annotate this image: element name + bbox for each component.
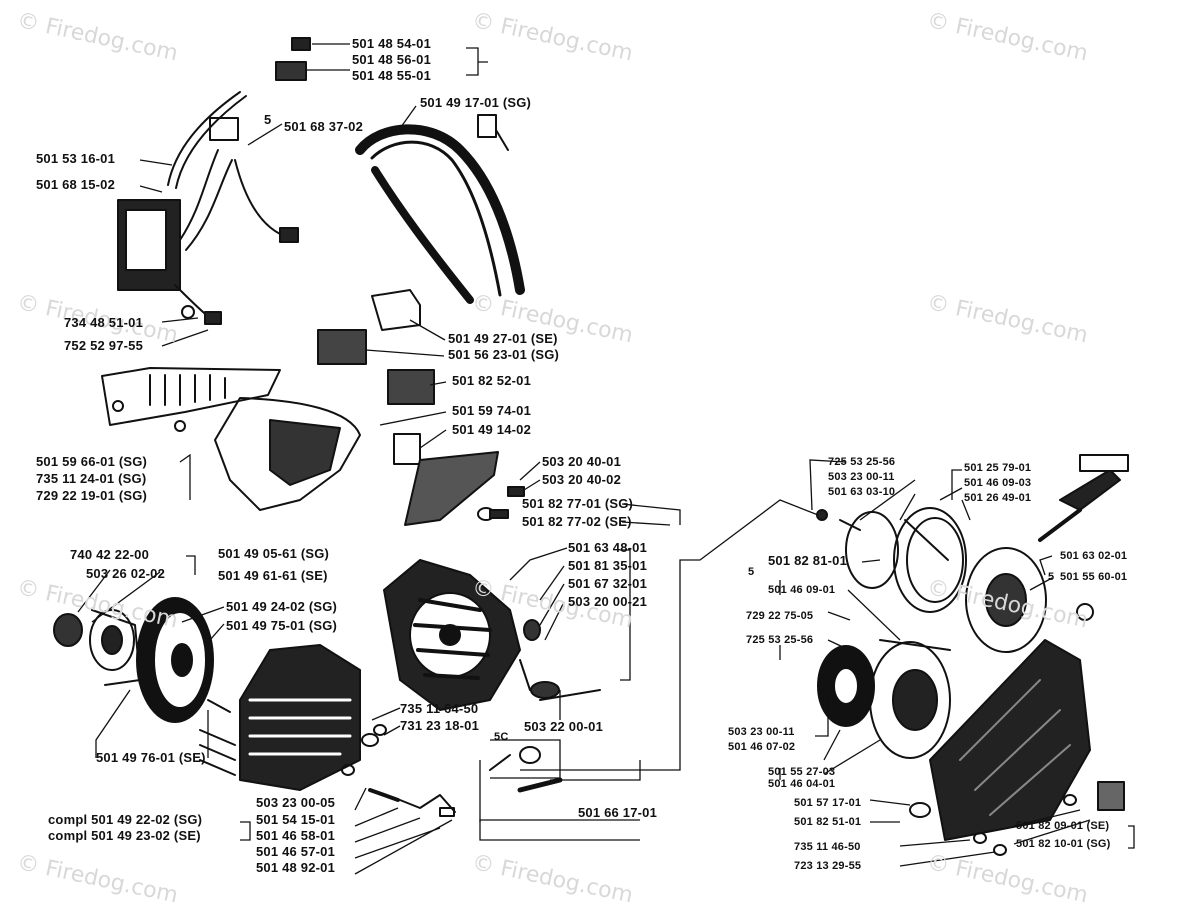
part-label: compl 501 49 22-02 (SG) <box>48 812 203 827</box>
part-label: 501 49 75-01 (SG) <box>226 618 338 633</box>
part-label: 503 23 00-05 <box>256 795 336 810</box>
part-label: 501 68 37-02 <box>284 119 364 134</box>
part-label: 501 54 15-01 <box>256 812 336 827</box>
part-label: 501 63 02-01 <box>1060 550 1128 562</box>
part-label: 501 82 77-02 (SE) <box>522 514 632 529</box>
part-label: 501 46 07-02 <box>728 741 796 753</box>
part-label: 5 <box>748 566 755 578</box>
part-label: 501 46 58-01 <box>256 828 336 843</box>
part-label: 501 82 52-01 <box>452 373 532 388</box>
part-label: 501 82 51-01 <box>794 816 862 828</box>
part-label: 501 48 92-01 <box>256 860 336 875</box>
part-label: 729 22 75-05 <box>746 610 814 622</box>
part-label: 501 26 49-01 <box>964 492 1032 504</box>
part-label: 723 13 29-55 <box>794 860 862 872</box>
cylinder-drawing <box>199 644 361 791</box>
part-label: 503 23 00-11 <box>728 726 795 738</box>
part-label: 501 53 16-01 <box>36 151 116 166</box>
part-label: 501 82 10-01 (SG) <box>1016 838 1111 850</box>
part-label: 740 42 22-00 <box>70 547 150 562</box>
part-label: 501 63 03-10 <box>828 486 896 498</box>
part-label: 501 48 55-01 <box>352 68 432 83</box>
part-label: 501 49 27-01 (SE) <box>448 331 558 346</box>
part-label: 729 22 19-01 (SG) <box>36 488 148 503</box>
part-label: 752 52 97-55 <box>64 338 144 353</box>
part-label: 503 20 40-01 <box>542 454 622 469</box>
starter-cover-drawing <box>909 639 1125 856</box>
part-label: 501 81 35-01 <box>568 558 648 573</box>
part-label: 725 53 25-56 <box>746 634 814 646</box>
part-label: 501 57 17-01 <box>794 797 862 809</box>
part-label: 503 20 40-02 <box>542 472 622 487</box>
fasteners-drawing <box>341 724 456 817</box>
part-label: 734 48 51-01 <box>64 315 144 330</box>
part-label: 501 49 17-01 (SG) <box>420 95 532 110</box>
part-label: 501 56 23-01 (SG) <box>448 347 560 362</box>
lever-drawing <box>489 746 563 793</box>
part-label: 735 11 46-50 <box>794 841 861 853</box>
bracket-drawing <box>317 289 435 465</box>
part-label: 501 49 05-61 (SG) <box>218 546 330 561</box>
part-label: compl 501 49 23-02 (SE) <box>48 828 201 843</box>
part-label: 501 49 14-02 <box>452 422 532 437</box>
ignition-coil-drawing <box>117 37 311 325</box>
part-label: 501 68 15-02 <box>36 177 116 192</box>
part-label: 501 46 09-01 <box>768 584 836 596</box>
part-label: 501 49 61-61 (SE) <box>218 568 328 583</box>
part-label: 501 55 27-03 <box>768 766 836 778</box>
leader-lines <box>77 43 1135 875</box>
part-label: 501 48 56-01 <box>352 52 432 67</box>
part-label: 503 22 00-01 <box>524 719 604 734</box>
part-label: 501 46 04-01 <box>768 778 836 790</box>
part-label: 501 55 60-01 <box>1060 571 1128 583</box>
part-label: 501 82 09-01 (SE) <box>1016 820 1110 832</box>
part-label: 501 46 57-01 <box>256 844 336 859</box>
part-label: 501 49 24-02 (SG) <box>226 599 338 614</box>
part-label: 501 59 66-01 (SG) <box>36 454 148 469</box>
part-label: 501 25 79-01 <box>964 462 1032 474</box>
part-label: 731 23 18-01 <box>400 718 480 733</box>
part-label: 5 <box>264 112 272 127</box>
part-label: 503 23 00-11 <box>828 471 895 483</box>
fan-housing-drawing <box>383 559 601 711</box>
handle-bar-drawing <box>355 114 525 304</box>
part-label: 503 26 02-02 <box>86 566 166 581</box>
part-label: 501 66 17-01 <box>578 805 658 820</box>
part-label: 501 67 32-01 <box>568 576 648 591</box>
flywheel-drawing <box>136 597 231 723</box>
part-label: 501 48 54-01 <box>352 36 432 51</box>
part-label: 501 49 76-01 (SE) <box>96 750 206 765</box>
part-label: 735 11 24-01 (SG) <box>36 471 147 486</box>
part-label: 735 11 64-50 <box>400 701 479 716</box>
part-label: 725 53 25-56 <box>828 456 896 468</box>
part-label: 503 20 00-21 <box>568 594 648 609</box>
clutch-drawing <box>817 639 951 759</box>
part-label: 501 59 74-01 <box>452 403 532 418</box>
cover-plate-drawing <box>101 367 499 526</box>
screws-drawing <box>477 486 525 521</box>
part-label: 501 82 81-01 <box>768 553 848 568</box>
pulley-drawing <box>53 609 141 686</box>
part-label: 5C <box>494 731 509 743</box>
starter-assembly-drawing <box>816 454 1129 653</box>
part-label: 501 63 48-01 <box>568 540 648 555</box>
part-label: 501 46 09-03 <box>964 477 1032 489</box>
part-label: 5 <box>1048 571 1055 583</box>
part-label: 501 82 77-01 (SG) <box>522 496 634 511</box>
